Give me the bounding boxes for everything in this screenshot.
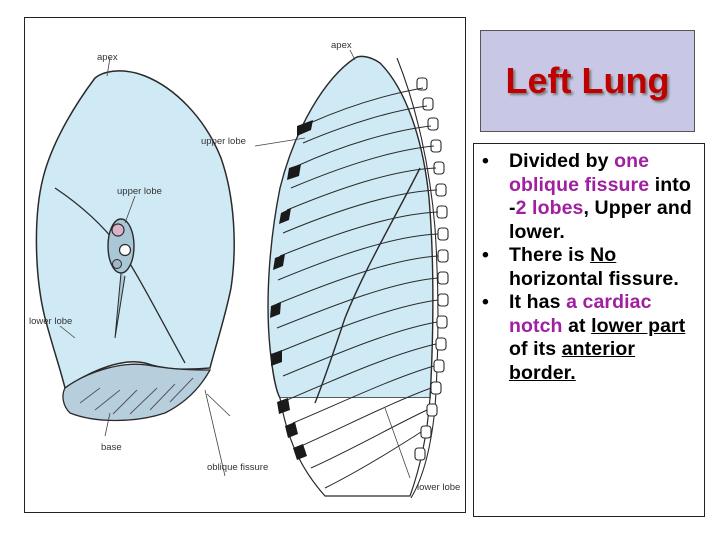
bullet-dot: • (482, 150, 489, 172)
lateral-lung-shape (267, 55, 434, 399)
bullet-panel: • Divided by one oblique fissure into -2… (473, 143, 705, 517)
costal-cartilages (270, 120, 313, 460)
bullet-text: of its (509, 338, 562, 360)
label-apex-left: apex (97, 52, 118, 63)
pulmonary-artery (111, 223, 125, 237)
highlight-one-oblique-fissure: one oblique fissure (509, 150, 650, 196)
lung-illustration: apex upper lobe lower lobe base oblique … (29, 40, 460, 499)
highlight-two-lobes: 2 lobes (515, 197, 584, 219)
vertebral-column (396, 57, 449, 499)
base-hatching (79, 377, 194, 415)
label-apex-right: apex (331, 40, 352, 51)
bullet-item-horizontal: • There is No horizontal fissure. (482, 244, 702, 291)
bullet-item-cardiac-notch: • It has a cardiac notch at lower part o… (482, 291, 702, 385)
leaders-right (206, 49, 411, 479)
underlined-anterior-border: anterior border. (509, 338, 636, 384)
bullet-item-fissure: • Divided by one oblique fissure into -2… (482, 150, 702, 244)
bullet-dot: • (482, 244, 489, 266)
bullet-text: horizontal fissure. (509, 267, 679, 290)
label-base: base (101, 442, 122, 453)
bullet-text: into - (509, 173, 691, 220)
title-box: Left Lung (480, 30, 695, 132)
bullet-text: It has (509, 291, 567, 313)
pulmonary-vein (112, 259, 122, 269)
bullet-text: Divided by (509, 150, 615, 172)
bullet-dot: • (482, 291, 489, 313)
lateral-oblique-fissure (314, 167, 421, 404)
ligament (114, 272, 126, 339)
label-lower-lobe-right: lower lobe (417, 482, 460, 493)
label-lower-lobe-left: lower lobe (29, 316, 72, 327)
bullet-text: There is (509, 244, 591, 266)
highlight-cardiac-notch: a cardiac notch (509, 291, 652, 337)
lung-diagram: apex upper lobe lower lobe base oblique … (24, 17, 466, 513)
label-upper-lobe-right: upper lobe (201, 136, 246, 147)
label-oblique-fissure: oblique fissure (207, 462, 268, 473)
label-upper-lobe-left: upper lobe (117, 186, 162, 197)
bullet-list: • Divided by one oblique fissure into -2… (482, 150, 702, 385)
bullet-text: at (562, 314, 592, 337)
slide-title: Left Lung (505, 60, 670, 101)
underlined-lower-part: lower part (591, 314, 686, 337)
bronchus (118, 243, 132, 257)
medial-lung-shape (35, 70, 235, 390)
leaders-left (59, 57, 226, 477)
ribs (276, 87, 439, 489)
bullet-text: , Upper and lower. (509, 197, 692, 243)
underlined-no: No (590, 244, 617, 266)
